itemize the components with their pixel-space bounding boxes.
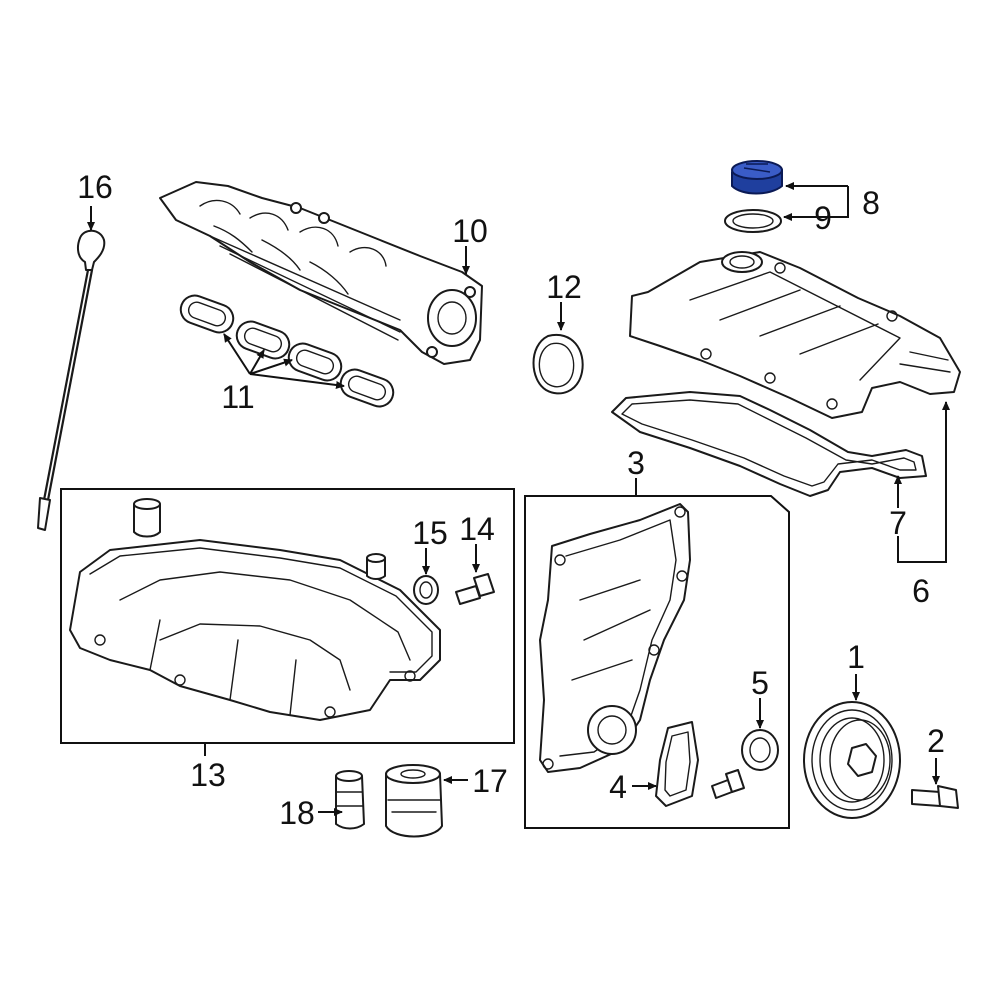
oil-pan[interactable] bbox=[69, 539, 441, 721]
oil-filter[interactable] bbox=[385, 764, 443, 838]
callout-10: 10 bbox=[452, 213, 488, 249]
timing-chain-cover[interactable] bbox=[539, 503, 691, 773]
callout-5: 5 bbox=[751, 665, 769, 701]
valve-cover-gasket[interactable] bbox=[611, 391, 927, 497]
oil-filter-adapter-bushing[interactable] bbox=[335, 770, 365, 830]
oil-pan-assembly-box bbox=[60, 488, 515, 744]
callout-2: 2 bbox=[927, 723, 945, 759]
callout-6: 6 bbox=[912, 573, 930, 609]
callout-1: 1 bbox=[847, 639, 865, 675]
valve-cover[interactable] bbox=[629, 251, 961, 419]
throttle-body-seal[interactable] bbox=[532, 333, 584, 395]
timing-cover-bolt[interactable] bbox=[711, 769, 745, 799]
crankshaft-front-seal[interactable] bbox=[741, 729, 779, 771]
oil-pan-seal[interactable] bbox=[413, 575, 439, 605]
callout-4: 4 bbox=[609, 769, 627, 805]
leader-lines bbox=[87, 182, 950, 816]
intake-manifold[interactable] bbox=[159, 181, 483, 365]
callout-9: 9 bbox=[814, 200, 832, 236]
oil-filler-cap-gasket[interactable] bbox=[724, 209, 782, 233]
callout-8: 8 bbox=[862, 185, 880, 221]
oil-pan-dowel-large[interactable] bbox=[133, 498, 161, 538]
intake-gaskets[interactable] bbox=[177, 292, 397, 411]
crankshaft-pulley[interactable] bbox=[803, 701, 901, 819]
callout-15: 15 bbox=[412, 515, 448, 551]
callout-13: 13 bbox=[190, 757, 226, 793]
timing-cover-assembly-box bbox=[524, 495, 790, 829]
timing-cover-gasket[interactable] bbox=[655, 721, 699, 807]
callout-12: 12 bbox=[546, 269, 582, 305]
callout-18: 18 bbox=[279, 795, 315, 831]
callout-labels: 1 2 3 4 5 6 7 8 9 10 11 12 13 14 15 16 1… bbox=[77, 169, 945, 831]
callout-16: 16 bbox=[77, 169, 113, 205]
callout-14: 14 bbox=[459, 511, 495, 547]
oil-pan-dowel-small[interactable] bbox=[366, 553, 386, 580]
callout-11: 11 bbox=[221, 379, 254, 415]
callout-3: 3 bbox=[627, 445, 645, 481]
dipstick[interactable] bbox=[37, 229, 106, 531]
callout-17: 17 bbox=[472, 763, 508, 799]
crankshaft-pulley-bolt[interactable] bbox=[911, 785, 959, 809]
oil-pan-bolt[interactable] bbox=[455, 573, 495, 605]
oil-filler-cap[interactable] bbox=[731, 160, 783, 195]
callout-7: 7 bbox=[889, 505, 907, 541]
